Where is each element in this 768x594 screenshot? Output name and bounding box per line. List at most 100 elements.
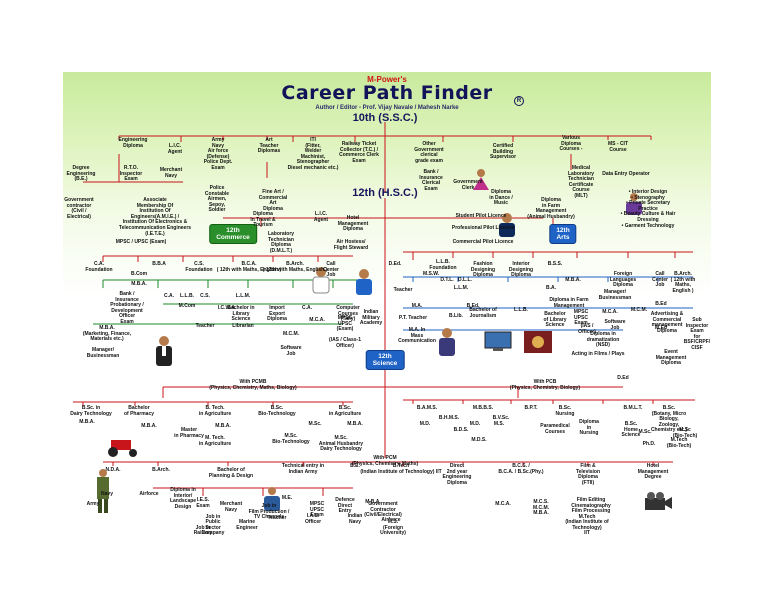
science-node-43: Direct 2nd year Engineering Diploma [442, 463, 472, 486]
arts-node-17: M.A. [411, 303, 423, 309]
arts-node-35: Acting in Films / Plays [571, 351, 625, 357]
commerce-node-7: M.B.A. [131, 281, 147, 287]
science-node-36: With PCM (Physics, Chemistry, Maths) [351, 455, 419, 467]
science-node-45: Film & Television Diploma (FTII) [575, 463, 601, 486]
science-node-30: B.Sc. (Botany, Micro Biology, Zoology, C… [650, 405, 688, 434]
arts-node-3: Interior Designing Diploma [508, 261, 534, 279]
arts-node-18: B.Ed. [466, 303, 480, 309]
arts-node-32: M.Ed [655, 325, 667, 331]
after-10th-node-11: R.T.O. Inspector Exam [119, 165, 143, 183]
science-node-42: B.Tech (Indian Institute of Technology) … [360, 463, 442, 475]
after-10th-node-22: Diploma in Farm Management (Animal Husba… [527, 197, 575, 220]
science-node-15: M.Sc. Animal Husbandry Dairy Technology [318, 435, 364, 453]
after-10th-node-21: Fine Art / Commercial Art Diploma [258, 189, 288, 212]
science-node-26: Paramedical Courses [540, 423, 570, 435]
science-node-56: Government Contractor (Civil/Electrical) [364, 501, 402, 519]
arts-node-6: D.T.L. [440, 277, 454, 283]
commerce-node-21: M.C.M. [282, 331, 300, 337]
science-node-0: With PCMB (Physics, Chemistry, Maths, Bi… [209, 379, 297, 391]
science-node-27: M.D.S. [471, 437, 487, 443]
commerce-node-3: B.Com [130, 271, 148, 277]
stream-commerce-box: 12th Commerce [209, 224, 257, 244]
after-10th-node-3: Art Teacher Diplomas [257, 137, 281, 155]
commerce-node-12: M.Com [178, 303, 196, 309]
commerce-node-2: B.B.A [152, 261, 166, 267]
commerce-node-26: Manager/ Businessman [86, 347, 120, 359]
science-node-67: Airforce [381, 517, 401, 523]
level-10th: 10th (S.S.C.) [352, 112, 418, 124]
commerce-node-15: Bachelor in Library Science [227, 305, 255, 323]
after-10th-node-5: Railway Ticket Collector (T.C.) / Commer… [339, 141, 379, 164]
dancer-illustration [469, 168, 493, 197]
arts-node-20: B.Lib. [449, 313, 463, 319]
arts-node-27: B.Ed [655, 301, 667, 307]
arts-node-11: Diploma in Farm Management [549, 297, 589, 309]
after-12th-general-node-2: Laboratory Technician Diploma (D.M.L.T.) [267, 231, 295, 254]
science-node-25: M.S. [493, 421, 505, 427]
science-node-50: Diploma in Interior/ Landscape Design [169, 487, 197, 510]
arts-node-13: Foreign Languages Diploma [609, 271, 637, 289]
film-camera-illustration [643, 492, 673, 519]
after-12th-general-node-5: Air Hostess/ Flight Steward [333, 239, 369, 251]
after-10th-node-19: Associate Membership Of Institution Of E… [118, 197, 192, 237]
after-10th-node-2: Army Navy Air force (Defense) Police Dep… [203, 137, 233, 171]
stream-arts-box: 12th Arts [549, 224, 577, 244]
science-node-61: Job in Public Sector Company [201, 513, 225, 537]
theatre-illustration [523, 330, 553, 359]
arts-node-29: M.A. In Mass Communication [398, 327, 436, 345]
arts-node-12: M.B.A. [565, 277, 581, 283]
chart-title: Career Path Finder [281, 82, 493, 104]
after-10th-node-7: Certified Building Supervisor [489, 143, 517, 161]
science-node-37: N.D.A. [105, 467, 121, 473]
after-12th-general-node-8: Commercial Pilot Licence [452, 239, 514, 245]
science-node-7: M.B.A. [79, 419, 95, 425]
science-node-39: Bachelor of Planning & Design [208, 467, 254, 479]
after-10th-node-14: Government Clerk [453, 179, 483, 191]
arts-node-9: Teacher [393, 287, 413, 293]
science-node-59: Film Editing Cinematography Film Process… [571, 497, 611, 515]
arts-node-5: M.S.W. [422, 271, 440, 277]
arts-node-0: D.Ed. [388, 261, 402, 267]
science-node-41: B.E. [350, 463, 360, 469]
commerce-node-4: B.C.A. ( 12th with Maths, English ) [216, 261, 282, 273]
commerce-node-28: (IAS / Class-1 Officer) [329, 337, 361, 349]
after-12th-general-node-0: MPSC / UPSC (Exam) [115, 239, 167, 245]
arts-node-31: Software Job [604, 319, 626, 331]
science-node-52: Merchant Navy [219, 501, 243, 513]
commerce-node-22: MPSC UPSC (Exam) [336, 315, 354, 333]
science-node-55: Defence Direct Entry [335, 497, 355, 515]
science-node-48: Navy [101, 491, 113, 497]
commerce-node-23: Computer Courses (Tally) [336, 305, 360, 323]
after-10th-node-18: Government contractor (Civil / Electrica… [64, 197, 94, 220]
after-10th-node-9: MS - CIT Course [608, 141, 628, 153]
teacher-illustration [259, 486, 285, 517]
doctor-illustration [309, 266, 333, 299]
science-node-62: Marine Engineer [236, 519, 258, 531]
arts-node-10: B.A. [546, 285, 556, 291]
after-10th-node-8: Various Diploma Courses - [559, 135, 583, 153]
after-10th-node-6: Other Government clerical grade exam [414, 141, 444, 164]
arts-node-30: (IAS / Officer) [578, 323, 596, 335]
commerce-node-5: B.Arch. ( 12th with Maths, English ) [262, 261, 328, 273]
science-node-4: B. Tech. in Agriculture [198, 405, 232, 417]
after-10th-node-23: • Interior Design • Stenography • Privat… [620, 189, 676, 229]
arts-node-33: Sub Inspector Exam for BSF/CRPF/ CISF [683, 317, 711, 351]
arts-node-15: B.Arch. ( 12th with Maths, English ) [670, 271, 696, 294]
commerce-node-6: Call Center Job [323, 261, 339, 279]
commerce-node-20: M.C.A. [309, 317, 325, 323]
commerce-node-18: Import Export Diploma [267, 305, 287, 323]
science-node-5: B.Sc. Bio-Technology [258, 405, 296, 417]
after-12th-general-node-3: L.I.C. Agent [313, 211, 329, 223]
arts-node-34: Diploma in dramatization (NSD) [586, 331, 620, 349]
science-node-34: M.Tech (Bio-Tech) [666, 437, 692, 449]
arts-node-19: P.T. Teacher [398, 315, 428, 321]
science-node-32: M.Sc. [638, 429, 652, 435]
science-node-70: Job in Film Production / TV Channels [248, 503, 290, 521]
arts-node-25: M.C.A. [602, 309, 618, 315]
science-node-40: Technical entry in Indian Army [281, 463, 325, 475]
commerce-node-24: Indian Military Academy [359, 309, 383, 327]
science-node-33: M.Sc (Bio-Tech) [672, 427, 698, 439]
science-node-20: B.V.Sc. [492, 415, 510, 421]
science-node-9: Master in Pharmacy [174, 427, 204, 439]
commerce-node-11: C.S. [200, 293, 210, 299]
